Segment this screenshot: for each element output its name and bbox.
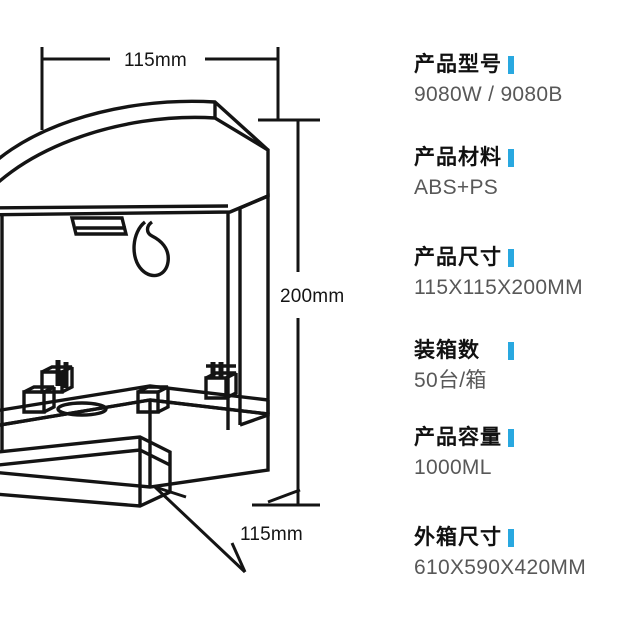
spec-row-packing: 装箱数 50台/箱 <box>400 338 642 392</box>
spec-marker-icon <box>508 249 514 267</box>
push-lever <box>0 435 172 508</box>
spec-label-packing: 装箱数 <box>414 339 480 362</box>
spec-row-size: 产品尺寸 115X115X200MM <box>400 245 642 299</box>
spec-label-size: 产品尺寸 <box>414 246 502 269</box>
spec-value-model: 9080W / 9080B <box>414 83 563 106</box>
spec-label-carton-size: 外箱尺寸 <box>414 526 502 549</box>
spec-heading: 产品型号 <box>400 52 642 80</box>
dispenser-body <box>0 99 270 508</box>
lid-outer <box>0 115 270 217</box>
dimension-label-height: 200mm <box>280 286 344 307</box>
base-oval-recess <box>56 401 108 417</box>
reservoir-right-panel <box>239 193 270 427</box>
spec-value-packing: 50台/箱 <box>414 369 487 392</box>
spec-value-material: ABS+PS <box>414 176 499 199</box>
hook-loop <box>132 220 170 278</box>
spec-row-model: 产品型号 9080W / 9080B <box>400 52 642 106</box>
vent-detail <box>69 216 129 236</box>
spec-heading: 产品容量 <box>400 425 642 453</box>
spec-marker-icon <box>508 529 514 547</box>
nozzle-group-right <box>204 362 238 400</box>
spec-marker-icon <box>508 149 514 167</box>
spec-value-capacity: 1000ML <box>414 456 492 479</box>
spec-heading: 装箱数 <box>400 338 642 366</box>
base-top-left-edge <box>0 398 151 427</box>
spec-heading: 外箱尺寸 <box>400 525 642 553</box>
nozzle-group-mid <box>136 385 170 414</box>
spec-row-material: 产品材料 ABS+PS <box>400 145 642 199</box>
spec-value-carton-size: 610X590X420MM <box>414 556 587 579</box>
product-technical-drawing: 115mm 200mm 115mm <box>0 47 344 574</box>
specification-list: 产品型号 9080W / 9080B 产品材料 ABS+PS 产品尺寸 115X… <box>400 0 642 642</box>
spec-row-carton-size: 外箱尺寸 610X590X420MM <box>400 525 642 579</box>
spec-heading: 产品材料 <box>400 145 642 173</box>
lid-top-curve <box>0 99 270 161</box>
spec-heading: 产品尺寸 <box>400 245 642 273</box>
dimension-label-width: 115mm <box>124 50 187 71</box>
spec-marker-icon <box>508 342 514 360</box>
lid-lip <box>0 204 229 210</box>
dimension-depth <box>153 485 301 574</box>
spec-label-capacity: 产品容量 <box>414 426 502 449</box>
spec-marker-icon <box>508 56 514 74</box>
dispenser-line-art: 115mm 200mm 115mm <box>0 47 344 574</box>
spec-label-model: 产品型号 <box>414 53 502 76</box>
spec-value-size: 115X115X200MM <box>414 276 583 299</box>
spec-marker-icon <box>508 429 514 447</box>
dimension-height <box>252 118 320 507</box>
dimension-width <box>40 47 280 130</box>
dimension-label-depth: 115mm <box>240 524 303 545</box>
spec-label-material: 产品材料 <box>414 146 502 169</box>
spec-row-capacity: 产品容量 1000ML <box>400 425 642 479</box>
nozzle-group-center <box>40 360 74 394</box>
push-lever-edge <box>0 448 171 467</box>
